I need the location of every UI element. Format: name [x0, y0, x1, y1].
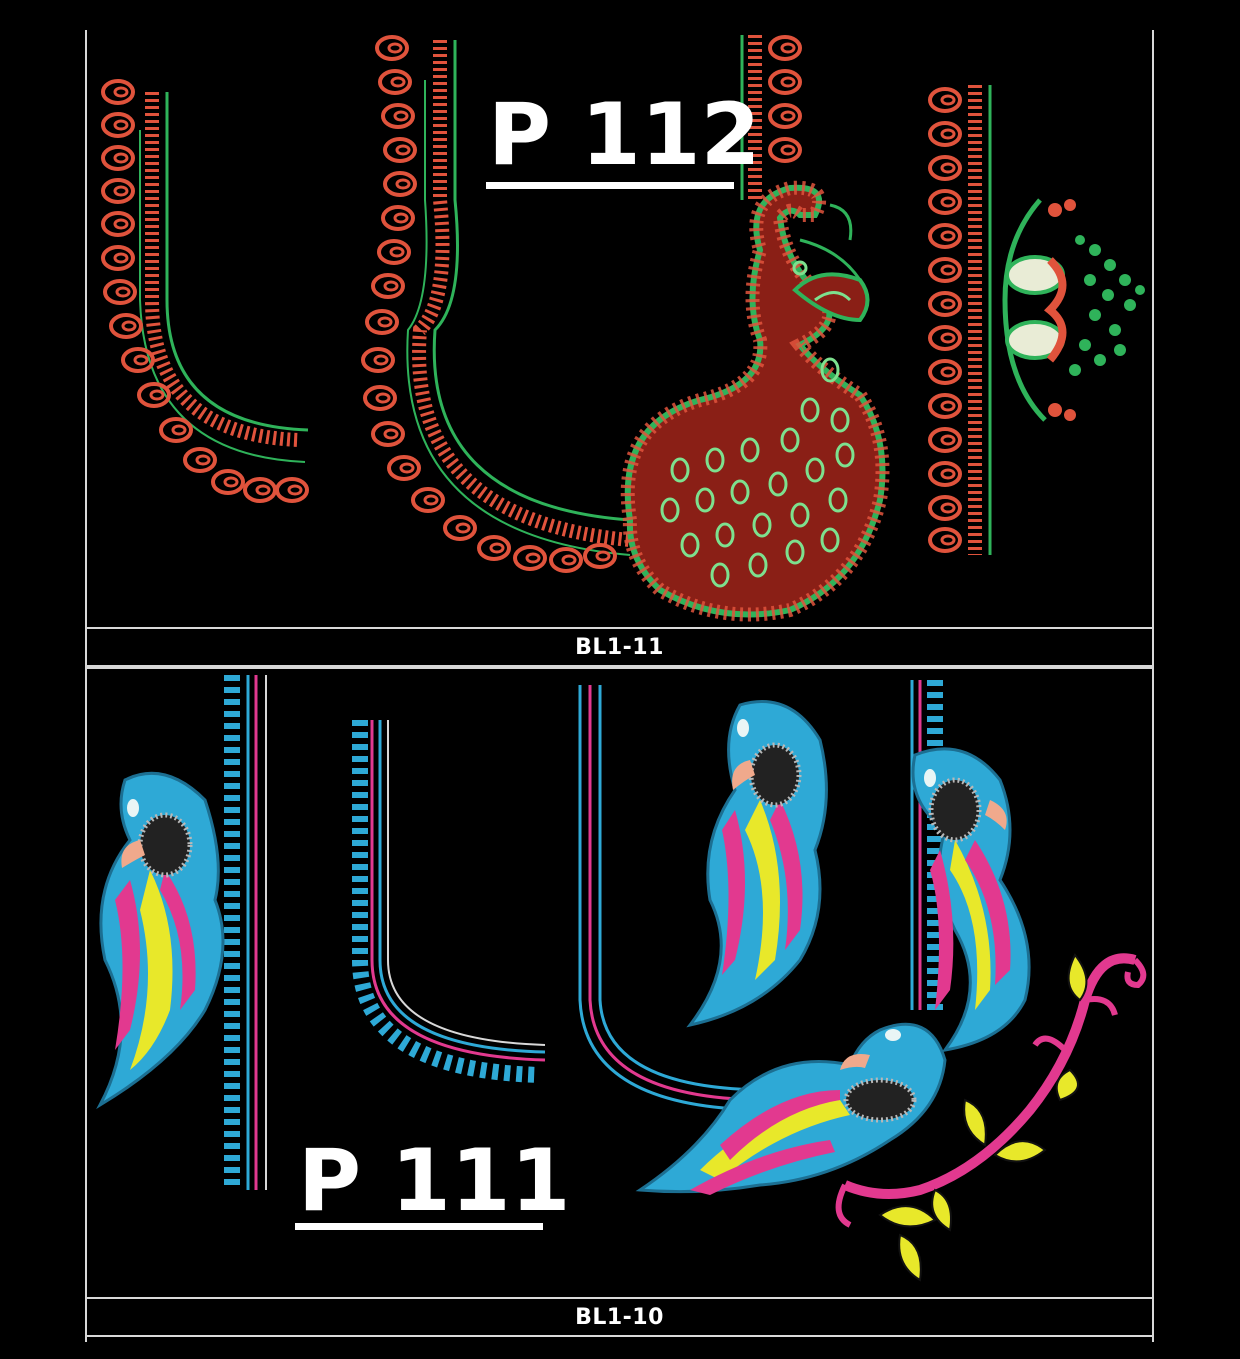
peacock-motif — [620, 180, 890, 622]
neckline-motif-bl-center — [352, 720, 546, 1083]
neckline-motif-bl-left — [224, 675, 267, 1190]
neckline-motif-bl-right — [578, 680, 943, 1112]
sleeve-border-motif — [928, 85, 992, 555]
design-caption: BL1-11 — [575, 634, 664, 660]
floral-vine-motif — [1002, 198, 1145, 422]
design-caption-bar: BL1-10 — [85, 1297, 1154, 1337]
image-frame — [85, 30, 1154, 1342]
design-code-underline — [486, 182, 734, 189]
design-code-text: P 111 — [298, 1131, 571, 1231]
design-code-text: P 112 — [488, 85, 761, 185]
design-caption: BL1-10 — [575, 1304, 664, 1330]
panel-divider — [85, 667, 1154, 674]
neckline-motif-left — [101, 79, 309, 503]
parrot-motif — [96, 700, 1031, 1195]
neckline-motif-center — [361, 35, 802, 573]
floral-vine-motif-bl — [835, 953, 1147, 1282]
design-caption-bar: BL1-11 — [85, 627, 1154, 667]
design-code-underline — [295, 1223, 543, 1230]
